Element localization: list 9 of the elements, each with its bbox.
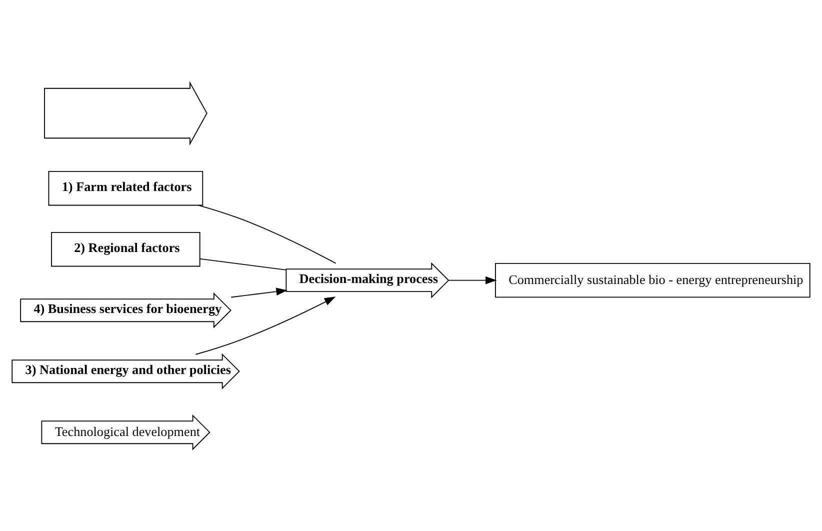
node-box: Commercially sustainable bio - energy entrepreneurship (495, 262, 810, 298)
arrow (448, 276, 497, 284)
node-arrow (44, 80, 208, 146)
node-box: 2) Regional factors (51, 231, 200, 266)
connector (199, 258, 287, 270)
arrow (195, 296, 336, 354)
arrow (230, 287, 288, 298)
node-box: 1) Farm related factors (48, 170, 204, 206)
connector (198, 204, 336, 264)
